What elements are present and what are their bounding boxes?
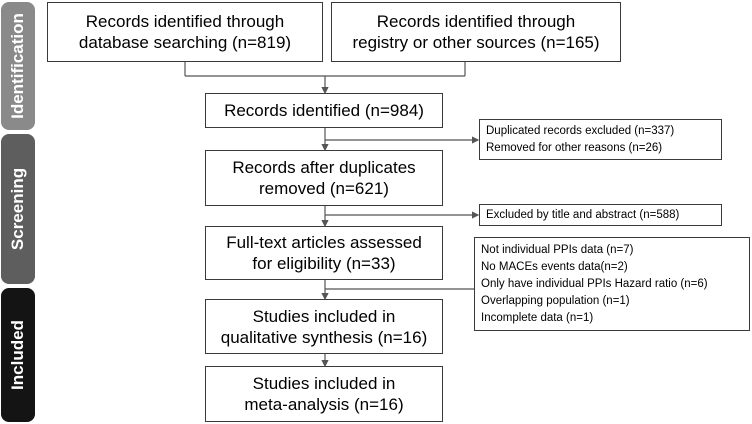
database-search-text: Records identified through database sear…	[78, 12, 292, 52]
duplicates-excluded-box: Duplicated records excluded (n=337) Remo…	[479, 119, 722, 160]
fulltext-assessed-box: Full-text articles assessed for eligibil…	[205, 226, 443, 280]
title-abstract-excluded-text: Excluded by title and abstract (n=588)	[486, 208, 680, 221]
meta-analysis-text: Studies included in meta-analysis (n=16)	[244, 374, 404, 414]
fulltext-exclusion-reasons-text: Not individual PPIs data (n=7) No MACEs …	[481, 243, 708, 324]
records-identified-box: Records identified (n=984)	[205, 93, 443, 128]
meta-analysis-box: Studies included in meta-analysis (n=16)	[205, 366, 443, 422]
registry-sources-text: Records identified through registry or o…	[352, 12, 600, 52]
included-stage-label: Included	[1, 288, 35, 422]
after-duplicates-box: Records after duplicates removed (n=621)	[205, 150, 443, 206]
fulltext-exclusion-reasons-box: Not individual PPIs data (n=7) No MACEs …	[474, 237, 750, 331]
title-abstract-excluded-box: Excluded by title and abstract (n=588)	[479, 204, 722, 226]
after-duplicates-text: Records after duplicates removed (n=621)	[232, 158, 416, 198]
qualitative-synthesis-text: Studies included in qualitative synthesi…	[220, 306, 428, 347]
database-search-box: Records identified through database sear…	[47, 2, 323, 62]
records-identified-text: Records identified (n=984)	[224, 101, 424, 120]
registry-sources-box: Records identified through registry or o…	[331, 2, 621, 62]
qualitative-synthesis-box: Studies included in qualitative synthesi…	[205, 299, 443, 354]
duplicates-excluded-text: Duplicated records excluded (n=337) Remo…	[486, 124, 675, 154]
identification-stage-label: Identification	[1, 2, 35, 130]
fulltext-assessed-text: Full-text articles assessed for eligibil…	[226, 233, 422, 273]
screening-stage-label: Screening	[1, 134, 35, 284]
